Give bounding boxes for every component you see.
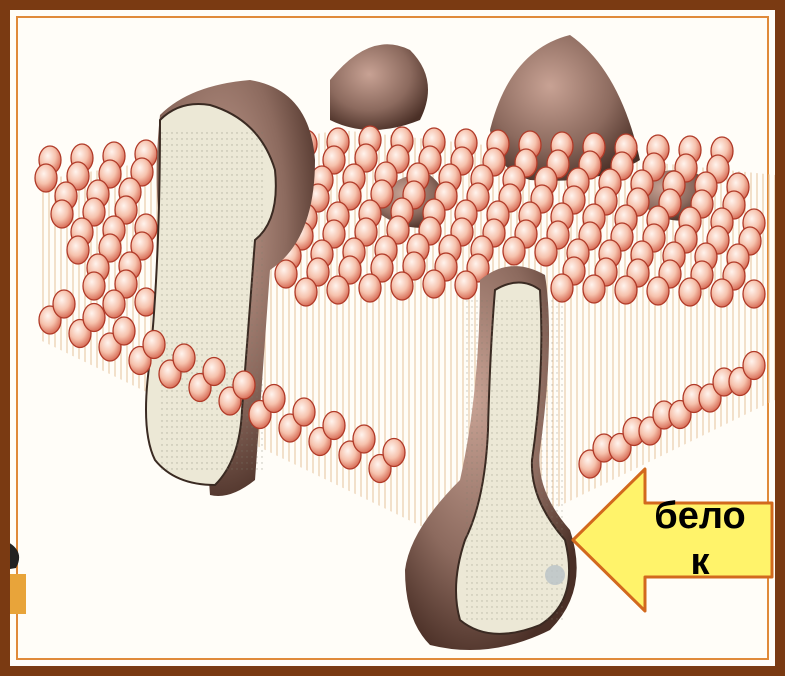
- lipid-head: [295, 278, 317, 306]
- lipid-head: [173, 344, 195, 372]
- lipid-head: [275, 260, 297, 288]
- lipid-head: [143, 331, 165, 359]
- lipid-head: [743, 280, 765, 308]
- lipid-head: [53, 290, 75, 318]
- lipid-head: [293, 398, 315, 426]
- lipid-head: [423, 270, 445, 298]
- protein-pointer-arrow: бело к: [570, 465, 775, 615]
- lipid-head: [551, 274, 573, 302]
- lipid-head: [327, 276, 349, 304]
- lipid-head: [233, 371, 255, 399]
- lipid-head: [503, 237, 525, 265]
- lipid-head: [391, 272, 413, 300]
- lipid-head: [711, 279, 733, 307]
- lipid-heads-top-layer: [35, 126, 765, 318]
- lipid-head: [263, 385, 285, 413]
- lipid-head: [583, 275, 605, 303]
- lipid-head: [323, 412, 345, 440]
- lipid-head: [83, 304, 105, 332]
- lipid-head: [743, 352, 765, 380]
- lipid-head: [383, 439, 405, 467]
- lipid-head: [113, 317, 135, 345]
- lipid-head: [51, 200, 73, 228]
- lipid-head: [455, 271, 477, 299]
- partial-shape-left-edge: [4, 530, 30, 620]
- lipid-head: [103, 290, 125, 318]
- lipid-head: [203, 358, 225, 386]
- lipid-head: [647, 277, 669, 305]
- lipid-head: [359, 274, 381, 302]
- lipid-head: [615, 276, 637, 304]
- lipid-head: [679, 278, 701, 306]
- lipid-head: [83, 272, 105, 300]
- lipid-head: [67, 236, 89, 264]
- arrow-label: бело к: [632, 493, 768, 585]
- lipid-head: [353, 425, 375, 453]
- peripheral-protein-top: [330, 44, 428, 130]
- lipid-head: [35, 164, 57, 192]
- lipid-head: [535, 238, 557, 266]
